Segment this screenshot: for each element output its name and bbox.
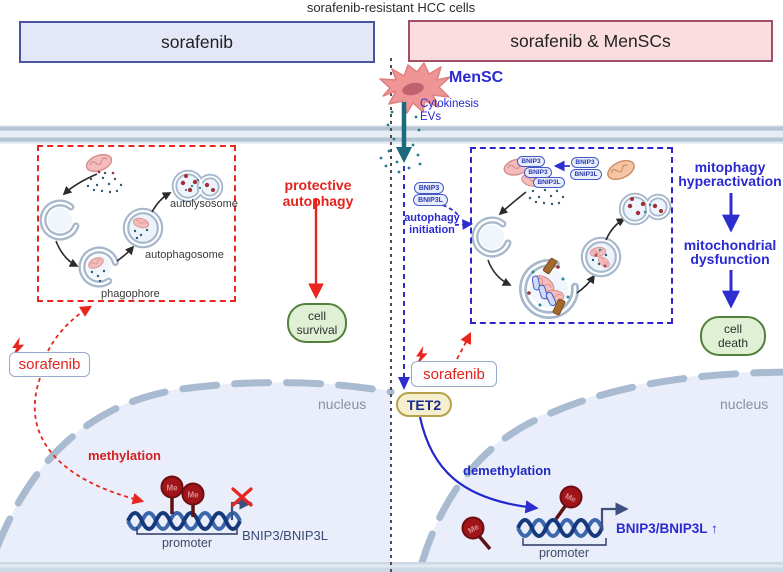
arrow bbox=[576, 274, 595, 294]
autolysosome-icon bbox=[171, 169, 224, 203]
bnip3-receptor-icon bbox=[531, 275, 541, 291]
gene-label-right: BNIP3/BNIP3L ↑ bbox=[616, 521, 718, 536]
bnip3-receptor-icon bbox=[538, 284, 548, 300]
methyl-group-icon: Me bbox=[181, 482, 205, 517]
phagophore-label: phagophore bbox=[101, 288, 160, 300]
autolysosome-label: autolysosome bbox=[170, 198, 238, 210]
initiation-to-phagophore-arrow bbox=[454, 219, 474, 230]
cytokinesis-label: Cytokinesis bbox=[420, 98, 479, 110]
mitochondrial-dysfunction-label: mitochondrial dysfunction bbox=[674, 237, 783, 267]
mensc-label: MenSC bbox=[449, 69, 504, 86]
arrow bbox=[55, 240, 79, 267]
transcription-arrow bbox=[230, 496, 253, 520]
cell-death-line2: death bbox=[717, 336, 749, 350]
autophagy-initiation-label: autophagy initiation bbox=[400, 212, 464, 236]
transcription-arrow bbox=[600, 502, 629, 531]
left-nuclear-envelope bbox=[0, 379, 395, 550]
blocked-x-icon bbox=[231, 487, 253, 507]
left-nucleus-body bbox=[0, 382, 391, 572]
right-nuclear-envelope bbox=[417, 368, 783, 570]
sorafenib-chip-right: sorafenib bbox=[411, 361, 497, 387]
arrow bbox=[151, 192, 172, 213]
methyl-group-icon: Me bbox=[461, 516, 492, 551]
right-nucleus-body bbox=[419, 371, 783, 572]
sorafenib-to-mitophagy-arrow bbox=[456, 331, 472, 360]
ev-secretion-arrow bbox=[379, 102, 422, 174]
demethylation-label: demethylation bbox=[463, 463, 552, 478]
arrow bbox=[605, 218, 626, 241]
autophagy-initiation-line2: initiation bbox=[409, 223, 455, 236]
tet2-chip: TET2 bbox=[396, 392, 452, 417]
arrow bbox=[498, 191, 527, 216]
methyl-group-icon: Me bbox=[160, 475, 184, 514]
promoter-bracket bbox=[136, 527, 238, 535]
me-label: Me bbox=[166, 484, 178, 493]
protective-autophagy-box bbox=[37, 145, 236, 302]
bottom-membrane bbox=[0, 562, 783, 572]
mensc-cell-icon bbox=[379, 62, 451, 114]
evs-label: EVs bbox=[420, 111, 442, 123]
bnip3l-capsule: BNIP3L bbox=[570, 169, 602, 180]
cell-survival-line1: cell bbox=[307, 309, 326, 323]
cell-survival-line2: survival bbox=[296, 323, 338, 337]
bnip3l-capsule: BNIP3L bbox=[413, 194, 448, 206]
promoter-label-left: promoter bbox=[161, 536, 213, 550]
sorafenib-chip-left: sorafenib bbox=[9, 352, 90, 377]
tet2-to-promoter-arrow bbox=[418, 416, 539, 514]
promoter-label-right: promoter bbox=[538, 546, 590, 560]
methyl-group-icon: Me bbox=[554, 485, 583, 521]
phagophore-icon bbox=[471, 216, 512, 258]
right-panel-header: sorafenib & MenSCs bbox=[408, 20, 773, 62]
receptor-icon bbox=[552, 298, 566, 316]
mitophagy-line1: mitophagy bbox=[694, 159, 766, 175]
plasma-membrane bbox=[0, 125, 783, 144]
arrow bbox=[487, 259, 512, 286]
arrow bbox=[116, 245, 135, 262]
gene-label-left: BNIP3/BNIP3L bbox=[242, 528, 328, 543]
nucleus-label-left: nucleus bbox=[318, 396, 367, 412]
bnip3l-capsule: BNIP3L bbox=[533, 177, 565, 188]
phagophore-icon bbox=[39, 199, 80, 241]
cell-death-line1: cell bbox=[723, 322, 742, 336]
figure-title: sorafenib-resistant HCC cells bbox=[306, 0, 476, 15]
autophagy-initiation-line1: autophagy bbox=[404, 212, 460, 224]
ev-to-tet2-arrow bbox=[398, 166, 410, 390]
left-panel-header: sorafenib bbox=[19, 21, 375, 63]
autophagosome-label: autophagosome bbox=[145, 249, 224, 261]
me-label: Me bbox=[187, 491, 199, 500]
protective-autophagy-label: protective autophagy bbox=[282, 177, 354, 209]
cell-survival-badge: cell survival bbox=[287, 303, 347, 343]
sorafenib-to-autophagy-arrow bbox=[47, 305, 92, 352]
mitophagy-line2: hyperactivation bbox=[678, 172, 782, 189]
dysfunction-line1: mitochondrial bbox=[683, 237, 777, 253]
promoter-bracket bbox=[522, 538, 607, 546]
cell-death-badge: cell death bbox=[700, 316, 766, 356]
autolysosome-icon bbox=[618, 192, 672, 226]
mitophagy-hyperactivation-label: mitophagy hyperactivation bbox=[674, 159, 783, 189]
dysfunction-line2: dysfunction bbox=[690, 250, 770, 267]
dna-helix bbox=[516, 518, 604, 538]
bnip3-capsule: BNIP3 bbox=[517, 156, 545, 167]
bnip3-capsule: BNIP3 bbox=[571, 157, 599, 168]
arrow bbox=[62, 173, 98, 196]
receptor-icon bbox=[542, 257, 558, 275]
sorafenib-to-promoter-arrow bbox=[33, 377, 145, 505]
bnip3-capsule: BNIP3 bbox=[414, 182, 444, 194]
dna-helix bbox=[126, 511, 242, 531]
mitophagy-box bbox=[470, 147, 673, 324]
bnip3-receptor-icon bbox=[545, 291, 557, 307]
methylation-label: methylation bbox=[88, 448, 161, 463]
me-label: Me bbox=[564, 491, 578, 504]
nucleus-label-right: nucleus bbox=[720, 396, 769, 412]
